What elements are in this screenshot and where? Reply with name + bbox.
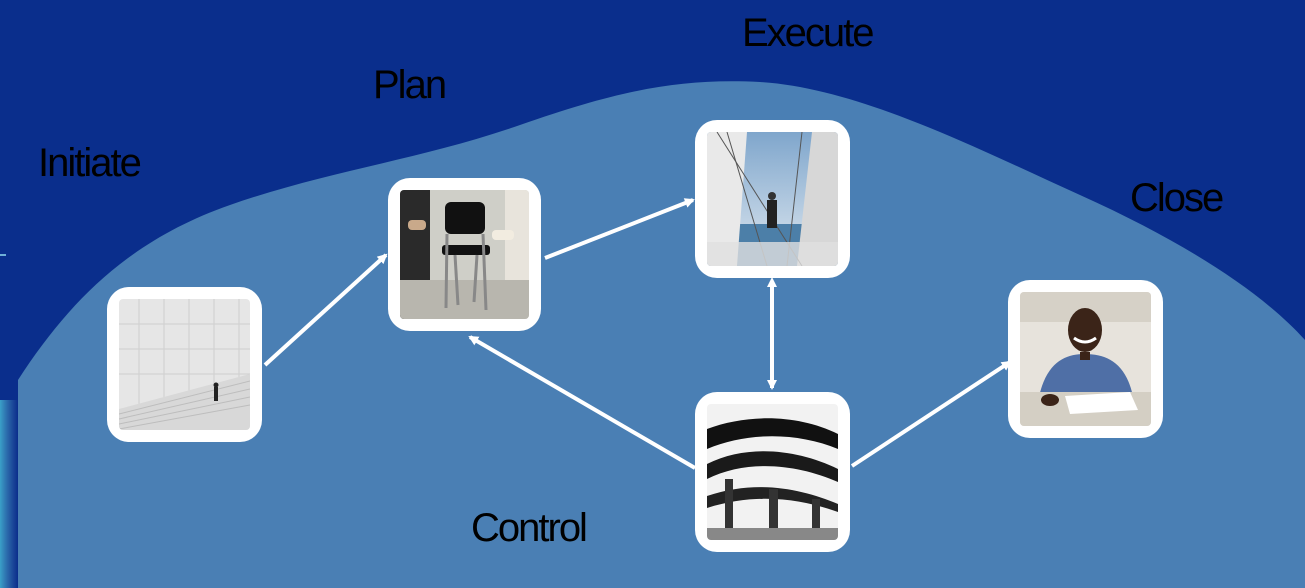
label-execute: Execute <box>742 11 875 55</box>
photo-control <box>695 392 850 552</box>
smiling-man-image-icon <box>1020 292 1151 426</box>
label-plan: Plan <box>373 63 447 107</box>
photo-execute <box>695 120 850 278</box>
photo-initiate <box>107 287 262 442</box>
arrow-plan-to-execute <box>544 198 695 260</box>
sailboat-image-icon <box>707 132 838 266</box>
photo-plan <box>388 178 541 331</box>
label-close: Close <box>1130 176 1224 220</box>
wave-shape <box>18 81 1305 588</box>
arrow-control-to-close <box>850 360 1012 468</box>
arrow-initiate-to-plan <box>263 253 388 367</box>
chair-image-icon <box>400 190 529 319</box>
label-control: Control <box>471 506 588 550</box>
highway-image-icon <box>707 404 838 540</box>
arrow-control-to-plan <box>468 335 697 470</box>
photo-close <box>1008 280 1163 438</box>
left-edge-glow <box>0 400 18 588</box>
label-initiate: Initiate <box>38 141 142 185</box>
stairs-image-icon <box>119 299 250 430</box>
